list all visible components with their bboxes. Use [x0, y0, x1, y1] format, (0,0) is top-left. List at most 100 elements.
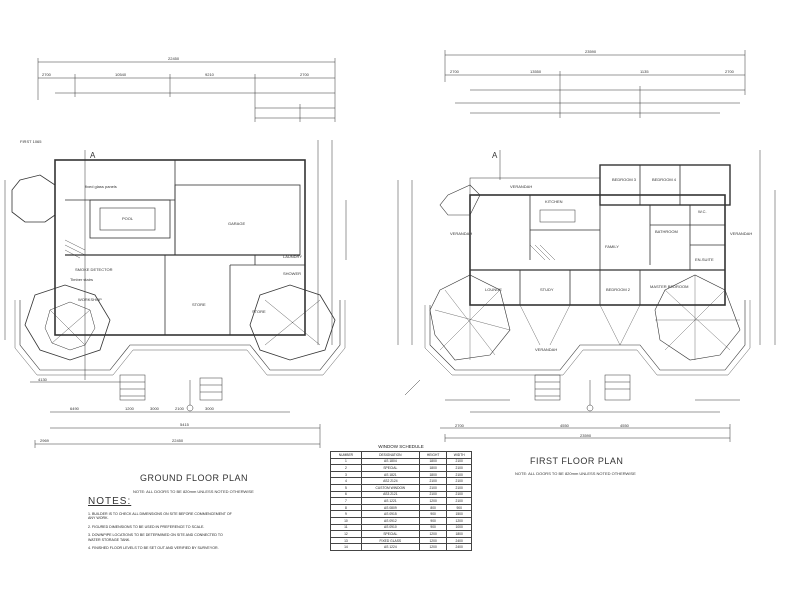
ground-dim-3: 9210 — [205, 72, 214, 77]
room-lounge: LOUNGE — [485, 287, 502, 292]
table-cell: 14 — [330, 543, 362, 551]
table-cell: 1200 — [446, 516, 472, 525]
col-number: NUMBER — [330, 451, 362, 459]
table-cell: AS 1221 — [360, 497, 420, 505]
ground-bottom-dimensions — [30, 381, 321, 448]
window-schedule-title: WINDOW SCHEDULE — [378, 444, 424, 449]
ground-floor-plan — [4, 58, 347, 448]
table-cell: 8 — [330, 503, 362, 512]
first-side-dimensions — [397, 150, 776, 345]
first-top-dimensions — [444, 50, 746, 118]
room-pool: POOL — [122, 216, 134, 221]
room-laundry: LAUNDRY — [283, 254, 303, 259]
table-cell: 2100 — [446, 464, 472, 472]
first-floor-title: FIRST FLOOR PLAN — [530, 456, 624, 466]
first-floor-plan — [397, 50, 776, 442]
table-cell: 2100 — [446, 457, 472, 466]
table-cell: 3 — [330, 470, 362, 479]
table-cell: 2100 — [418, 477, 448, 485]
ground-smoke-detector: SMOKE DETECTOR — [75, 267, 113, 272]
table-cell: 1800 — [418, 470, 448, 479]
room-study: STUDY — [540, 287, 554, 292]
first-section-label: A — [492, 151, 498, 160]
right-octagon-bay — [249, 284, 336, 361]
table-cell: AS3 2121 — [360, 490, 420, 499]
table-cell: 1200 — [418, 543, 448, 551]
first-dim-overall: 23590 — [585, 49, 597, 54]
table-cell: 1200 — [418, 536, 448, 545]
table-cell: 6 — [330, 490, 362, 499]
room-verandah-top: VERANDAH — [510, 184, 533, 189]
ground-dim-4: 2700 — [300, 72, 309, 77]
room-kitchen: KITCHEN — [545, 199, 563, 204]
table-cell: 1800 — [446, 530, 472, 538]
ground-dim-2: 10540 — [115, 72, 127, 77]
table-cell: AS2 2124 — [360, 477, 420, 485]
first-top-verandah — [469, 177, 601, 196]
window-schedule: WINDOW SCHEDULE NUMBER DESIGNATION HEIGH… — [330, 444, 472, 551]
table-cell: 2 — [330, 464, 362, 472]
room-shower: SHOWER — [283, 271, 301, 276]
notes-list: 1. BUILDER IS TO CHECK ALL DIMENSIONS ON… — [88, 512, 233, 555]
col-designation: DESIGNATION — [360, 451, 420, 459]
room-garage: GARAGE — [228, 221, 246, 226]
table-cell: AS 1821 — [360, 470, 420, 479]
ground-dim-8: 2100 — [175, 406, 184, 411]
first-dim-3: 1135 — [640, 69, 649, 74]
table-cell: 900 — [446, 503, 472, 512]
table-cell: AS 0915 — [360, 510, 420, 518]
room-ensuite: EN-SUITE — [695, 257, 714, 262]
table-cell: 1000 — [446, 523, 472, 532]
notes-heading: NOTES: — [88, 496, 132, 507]
ground-dim-6: 1200 — [125, 406, 134, 411]
table-cell: 1 — [330, 457, 362, 466]
table-cell: 1800 — [418, 464, 448, 472]
ground-side-dimensions — [4, 140, 347, 345]
table-cell: 10 — [330, 516, 362, 525]
note-item: 4. FINISHED FLOOR LEVELS TO BE SET OUT A… — [88, 546, 219, 551]
ground-section-label: A — [90, 151, 96, 160]
ground-dim-10: 6490 — [70, 406, 79, 411]
table-cell: 2100 — [418, 490, 448, 499]
ground-dim-5: 5415 — [180, 422, 189, 427]
room-bedroom-3: BEDROOM 3 — [612, 177, 637, 182]
first-dim-7: 2700 — [455, 423, 464, 428]
pool-basin — [99, 207, 156, 231]
table-cell: 13 — [330, 536, 362, 545]
first-dim-1: 2700 — [450, 69, 459, 74]
first-dim-5: 4550 — [560, 423, 569, 428]
table-cell: 2100 — [418, 483, 448, 492]
table-header-row: NUMBER DESIGNATION HEIGHT WIDTH — [330, 451, 472, 459]
table-cell: 2100 — [446, 483, 472, 492]
table-cell: AS 0910 — [360, 523, 420, 532]
ground-main-walls — [54, 159, 306, 336]
table-cell: 11 — [330, 523, 362, 532]
table-cell: 2400 — [446, 536, 472, 545]
table-cell: 1200 — [418, 530, 448, 538]
first-front-steps — [534, 374, 631, 401]
ground-dim-1: 2700 — [42, 72, 51, 77]
room-bedroom-4: BEDROOM 4 — [652, 177, 677, 182]
table-cell: 900 — [418, 516, 448, 525]
room-workshop: WORKSHOP — [78, 297, 102, 302]
ground-front-steps — [119, 374, 223, 401]
table-cell: 1200 — [418, 497, 448, 505]
ground-top-dimensions — [37, 58, 336, 122]
room-family: FAMILY — [605, 244, 619, 249]
first-section-marker — [404, 150, 594, 412]
table-cell: SPECIAL — [360, 530, 420, 538]
workshop-bay — [24, 284, 111, 361]
room-verandah-bottom: VERANDAH — [535, 347, 558, 352]
room-store-2: STORE — [252, 309, 266, 314]
